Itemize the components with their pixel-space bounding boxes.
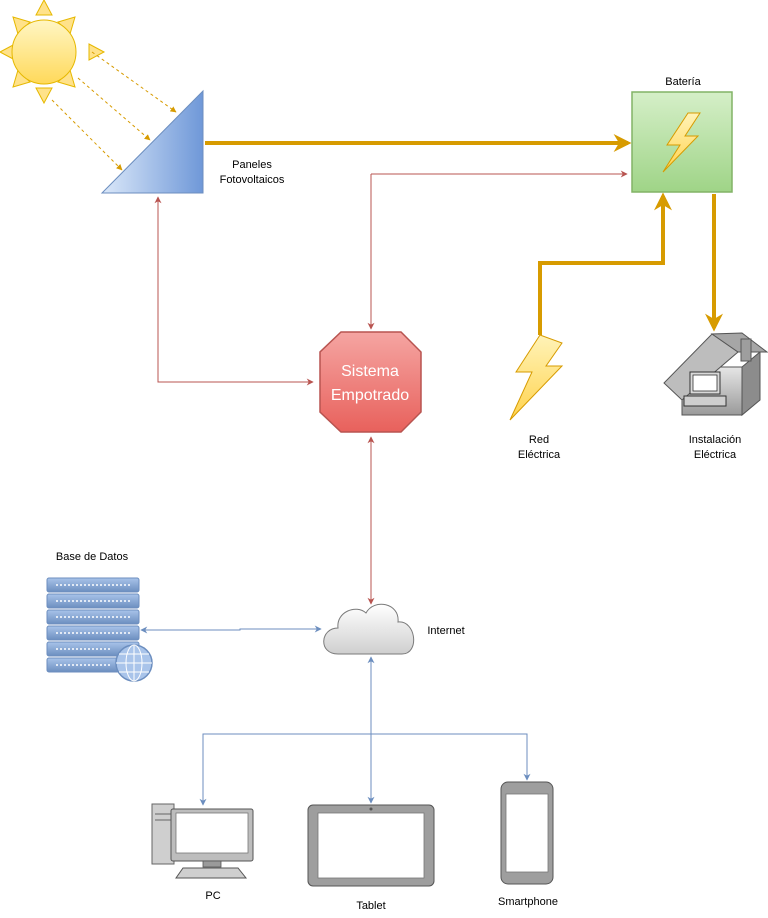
system-label-line2: Empotrado: [331, 387, 409, 404]
house-label-line2: Eléctrica: [694, 449, 737, 461]
house-label-line1: Instalación: [689, 434, 742, 446]
grid-label-line2: Eléctrica: [518, 449, 561, 461]
grid-to-battery-line: [538, 192, 672, 335]
internet-database-line: [140, 625, 322, 634]
battery-label: Batería: [665, 76, 701, 88]
power-lines: [205, 134, 723, 335]
house-icon: [663, 332, 768, 417]
pc-label: PC: [205, 890, 220, 902]
cloud-icon: [323, 603, 415, 655]
devices-bus-right: [371, 733, 531, 781]
database-server-icon: [46, 577, 153, 682]
panel-label-line1: Paneles: [232, 159, 272, 171]
sun-rays: [51, 51, 177, 171]
sun-icon: [0, 0, 106, 105]
globe-icon: [115, 644, 153, 682]
lightning-icon: [509, 334, 564, 421]
embedded-system-icon: [319, 331, 422, 433]
battery-icon: [631, 91, 733, 193]
pc-icon: [151, 803, 254, 879]
system-label-line1: Sistema: [341, 363, 399, 380]
network-lines: [140, 625, 531, 806]
solar-panel-icon: [100, 89, 204, 194]
panel-label-line2: Fotovoltaicos: [220, 174, 285, 186]
internet-label: Internet: [427, 625, 464, 637]
database-label: Base de Datos: [56, 551, 129, 563]
system-panel-line: [154, 196, 314, 386]
smartphone-icon: [500, 781, 554, 885]
devices-bus-left: [199, 733, 371, 806]
grid-label-line1: Red: [529, 434, 549, 446]
control-lines: [154, 170, 628, 605]
smartphone-label: Smartphone: [498, 896, 558, 908]
tablet-label: Tablet: [356, 900, 385, 912]
tablet-icon: [307, 804, 435, 887]
